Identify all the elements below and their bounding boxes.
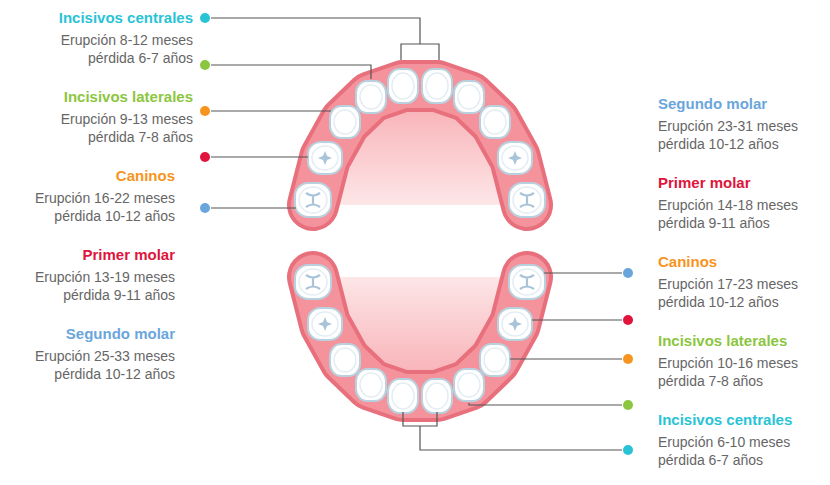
upper-jaw	[313, 86, 527, 205]
tooth	[454, 81, 484, 113]
eruption-age: Erupción 17-23 meses	[658, 275, 798, 293]
eruption-age: Erupción 9-13 meses	[61, 110, 193, 128]
tooth	[509, 183, 545, 217]
tooth-name: Caninos	[116, 167, 175, 185]
eruption-age: Erupción 25-33 meses	[35, 347, 175, 365]
loss-age: pérdida 7-8 años	[658, 372, 763, 390]
teeth	[295, 69, 545, 413]
tooth-name: Incisivos laterales	[658, 332, 787, 350]
tooth	[308, 308, 342, 340]
eruption-age: Erupción 13-19 meses	[35, 268, 175, 286]
eruption-age: Erupción 8-12 meses	[61, 31, 193, 49]
loss-age: pérdida 7-8 años	[88, 128, 193, 146]
eruption-age: Erupción 14-18 meses	[658, 196, 798, 214]
tooth	[509, 265, 545, 299]
tooth-name: Segundo molar	[658, 95, 767, 113]
tooth-name: Incisivos centrales	[658, 411, 792, 429]
loss-age: pérdida 9-11 años	[63, 286, 175, 304]
tooth	[295, 265, 331, 299]
loss-age: pérdida 10-12 años	[54, 365, 175, 383]
tooth	[480, 106, 510, 138]
lower-jaw	[313, 277, 527, 396]
loss-age: pérdida 9-11 años	[658, 214, 770, 232]
tooth	[454, 369, 484, 401]
eruption-age: Erupción 10-16 meses	[658, 354, 798, 372]
tooth	[388, 69, 418, 103]
tooth-name: Incisivos laterales	[64, 88, 193, 106]
tooth-name: Segundo molar	[66, 325, 175, 343]
tooth	[422, 69, 452, 103]
tooth	[388, 379, 418, 413]
tooth-name: Primer molar	[658, 174, 751, 192]
leader-dots	[200, 13, 633, 455]
tooth	[295, 183, 331, 217]
tooth	[356, 369, 386, 401]
tooth	[356, 81, 386, 113]
loss-age: pérdida 10-12 años	[658, 135, 779, 153]
loss-age: pérdida 10-12 años	[658, 293, 779, 311]
tooth	[480, 344, 510, 376]
tooth	[330, 344, 360, 376]
eruption-age: Erupción 6-10 meses	[658, 433, 790, 451]
eruption-age: Erupción 16-22 meses	[35, 189, 175, 207]
tooth	[330, 106, 360, 138]
tooth-name: Primer molar	[82, 246, 175, 264]
eruption-age: Erupción 23-31 meses	[658, 117, 798, 135]
tooth-name: Caninos	[658, 253, 717, 271]
loss-age: pérdida 6-7 años	[658, 451, 763, 469]
tooth-name: Incisivos centrales	[59, 9, 193, 27]
tooth	[498, 308, 532, 340]
loss-age: pérdida 6-7 años	[88, 49, 193, 67]
tooth	[422, 379, 452, 413]
tooth	[308, 142, 342, 174]
leader-lines	[211, 18, 622, 450]
loss-age: pérdida 10-12 años	[54, 207, 175, 225]
tooth	[498, 142, 532, 174]
